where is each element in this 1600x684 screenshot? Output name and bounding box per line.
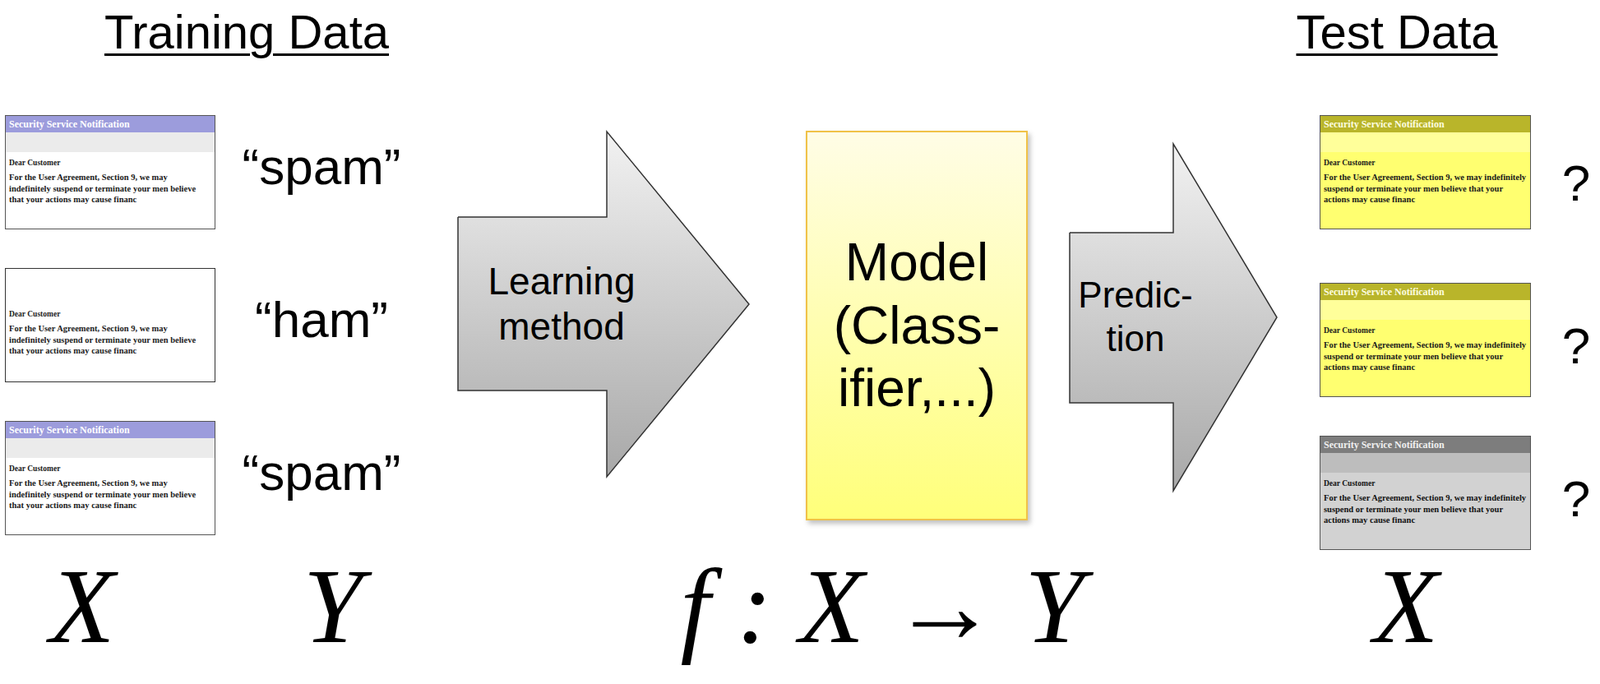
math-symbol: X [49,552,115,660]
arrow-outline [1068,143,1278,492]
class-label: “spam” [242,447,402,499]
unknown-mark: ? [1562,157,1591,209]
math-symbol: X [1373,552,1439,660]
email-greeting: Dear Customer [1320,319,1531,340]
email-body: For the User Agreement, Section 9, we ma… [1320,171,1531,209]
email-header: Security Service Notification [1320,115,1531,153]
section-heading: Training Data [104,8,389,56]
class-label: “spam” [242,141,402,193]
email-body: For the User Agreement, Section 9, we ma… [5,477,215,514]
email-body: For the User Agreement, Section 9, we ma… [5,171,215,209]
arrow-shape [457,131,750,477]
block-arrow: Predic- tion [1068,143,1278,492]
email-thumbnail: Dear CustomerFor the User Agreement, Sec… [4,268,216,383]
math-symbol: Y [303,552,363,660]
email-greeting: Dear Customer [5,457,215,478]
arrow-shape [1069,143,1277,491]
email-thumbnail: Security Service NotificationDear Custom… [1319,282,1531,398]
email-header: Security Service Notification [1320,283,1531,320]
email-header: Security Service Notification [5,115,215,153]
email-thumbnail: Security Service NotificationDear Custom… [1319,435,1531,551]
email-header: Security Service Notification [5,421,215,458]
arrow-label: Learning method [471,258,653,350]
unknown-mark: ? [1562,473,1591,525]
model-box: Model (Class- ifier,...) [805,130,1028,521]
model-label: Model (Class- ifier,...) [818,231,1016,421]
section-heading: Test Data [1296,8,1499,56]
class-label: “ham” [254,294,389,346]
email-greeting: Dear Customer [1320,152,1531,172]
email-greeting: Dear Customer [5,303,215,324]
email-thumbnail: Security Service NotificationDear Custom… [4,420,216,536]
unknown-mark: ? [1562,320,1591,372]
email-body: For the User Agreement, Section 9, we ma… [1320,492,1531,529]
email-greeting: Dear Customer [5,152,215,172]
arrow-label: Predic- tion [1069,273,1202,361]
email-thumbnail: Security Service NotificationDear Custom… [1319,115,1531,230]
math-formula: f : X → Y [679,552,1084,660]
email-header: Security Service Notification [1320,436,1531,473]
email-greeting: Dear Customer [1320,472,1531,493]
email-thumbnail: Security Service NotificationDear Custom… [4,115,216,230]
email-body: For the User Agreement, Section 9, we ma… [5,323,215,360]
arrow-outline [457,130,750,478]
block-arrow: Learning method [457,130,750,478]
email-body: For the User Agreement, Section 9, we ma… [1320,339,1531,376]
